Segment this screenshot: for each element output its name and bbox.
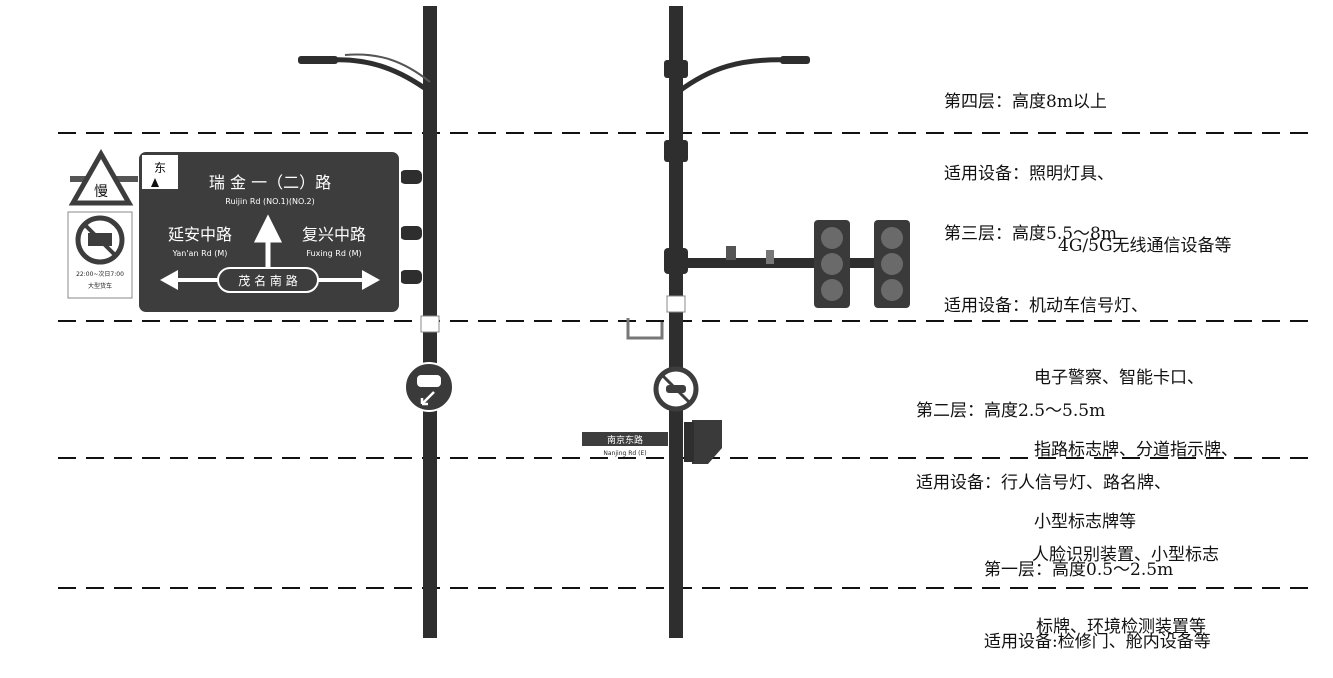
guide-sign-direction: 东 xyxy=(154,161,166,175)
guide-sign: 东 瑞 金 一（二）路 Ruijin Rd (NO.1)(NO.2) 延安中路 … xyxy=(137,150,401,314)
layer-2-description: 第二层：高度2.5～5.5m 适用设备：行人信号灯、路名牌、 人脸识别装置、小型… xyxy=(916,351,1219,663)
layer-3-line-3: 指路标志牌、分道指示牌、 xyxy=(1034,440,1238,460)
left-round-sign-arrow-icon xyxy=(420,391,435,406)
layer-1-line-1: 适用设备:检修门、舱内设备等 xyxy=(984,632,1211,652)
current-road-box xyxy=(217,267,319,293)
guide-sign-east-road-en: Fuxing Rd (M) xyxy=(306,249,361,258)
guide-sign-north-road: 瑞 金 一（二）路 xyxy=(209,173,331,192)
layer-4-description: 第四层：高度8m以上 适用设备：照明灯具、 4G/5G无线通信设备等 xyxy=(944,42,1232,282)
layer-3-line-4: 小型标志牌等 xyxy=(1034,512,1136,532)
pedestrian-signal-icon xyxy=(692,420,722,464)
bracket-2 xyxy=(400,226,422,240)
street-name-sign xyxy=(582,432,668,446)
pedestrian-signal-mount xyxy=(684,422,694,462)
street-name-sign-text-en: Nanjing Rd (E) xyxy=(603,450,646,457)
sensor-icon xyxy=(766,250,774,264)
guide-sign-west-road: 延安中路 xyxy=(168,225,232,244)
layer-4-title: 第四层：高度8m以上 xyxy=(944,92,1107,112)
no-truck-slash-icon xyxy=(82,222,118,258)
right-lamp-head xyxy=(780,56,810,64)
traffic-light-left xyxy=(814,220,850,308)
traffic-light-right-lamp-3 xyxy=(881,279,903,301)
warning-sign-text: 慢 xyxy=(94,183,108,200)
right-pole-band xyxy=(666,295,686,313)
right-lamp-arm xyxy=(676,57,791,95)
layer-3-description: 第三层：高度5.5～8m 适用设备：机动车信号灯、 电子警察、智能卡口、 指路标… xyxy=(944,174,1238,558)
left-arrowhead-icon xyxy=(160,270,178,290)
left-round-sign-car-icon xyxy=(417,375,441,387)
guide-sign-direction-box xyxy=(142,155,178,189)
warning-triangle-icon xyxy=(68,148,134,206)
guide-sign-east-road: 复兴中路 xyxy=(302,225,366,244)
traffic-light-right-lamp-2 xyxy=(881,253,903,275)
traffic-light-right-lamp-1 xyxy=(881,227,903,249)
layer-1-description: 第一层：高度0.5～2.5m 适用设备:检修门、舱内设备等 xyxy=(984,510,1211,678)
layer-3-line-2: 电子警察、智能卡口、 xyxy=(1034,368,1204,388)
right-pole: 南京东路 Nanjing Rd (E) xyxy=(582,6,910,638)
no-truck-caption-label: 大型货车 xyxy=(88,282,112,290)
right-arrowhead-icon xyxy=(362,270,380,290)
comm-device-lower xyxy=(664,140,688,162)
guide-sign-north-road-en: Ruijin Rd (NO.1)(NO.2) xyxy=(225,197,314,206)
guide-sign-west-road-en: Yan'an Rd (M) xyxy=(172,249,228,258)
comm-device-upper xyxy=(664,60,688,78)
street-name-sign-text: 南京东路 xyxy=(607,434,643,446)
layer-2-line-2: 人脸识别装置、小型标志 xyxy=(1032,545,1219,565)
traffic-light-left-lamp-3 xyxy=(821,279,843,301)
no-truck-sign: 22:00~次日7:00 大型货车 xyxy=(67,211,133,299)
layer-2-line-1: 适用设备：行人信号灯、路名牌、 xyxy=(916,473,1171,493)
layer-4-line-2: 4G/5G无线通信设备等 xyxy=(1058,236,1232,256)
straight-arrow-icon xyxy=(253,214,283,268)
camera-icon xyxy=(726,246,736,260)
left-lamp-arm xyxy=(329,57,432,95)
layer-4-line-1: 适用设备：照明灯具、 xyxy=(944,164,1114,184)
warning-sign: 慢 xyxy=(68,148,138,206)
left-lamp-head xyxy=(298,56,338,64)
guide-sign-current-road: 茂 名 南 路 xyxy=(238,273,297,288)
signal-arm-joint xyxy=(664,248,688,274)
layer-3-title: 第三层：高度5.5～8m xyxy=(944,224,1117,244)
diagram-canvas: 东 瑞 金 一（二）路 Ruijin Rd (NO.1)(NO.2) 延安中路 … xyxy=(58,6,1318,638)
bracket-3 xyxy=(400,270,422,284)
left-pole-band xyxy=(420,315,440,333)
layer-2-line-3: 标牌、环境检测装置等 xyxy=(1036,617,1206,637)
left-pole xyxy=(298,6,454,638)
layer-2-title: 第二层：高度2.5～5.5m xyxy=(916,401,1106,421)
left-lamp-arm-upper xyxy=(344,53,431,83)
north-arrow-icon xyxy=(151,178,159,187)
traffic-light-left-lamp-2 xyxy=(821,253,843,275)
right-pole-shaft xyxy=(669,6,683,638)
no-truck-caption-time: 22:00~次日7:00 xyxy=(76,270,124,278)
traffic-light-left-lamp-1 xyxy=(821,227,843,249)
vehicle-icon xyxy=(666,385,686,393)
bracket-1 xyxy=(400,170,422,184)
signal-arm xyxy=(680,258,880,268)
traffic-light-right xyxy=(874,220,910,308)
layer-1-title: 第一层：高度0.5～2.5m xyxy=(984,560,1174,580)
layer-3-line-1: 适用设备：机动车信号灯、 xyxy=(944,296,1148,316)
small-bracket-icon xyxy=(626,318,664,340)
